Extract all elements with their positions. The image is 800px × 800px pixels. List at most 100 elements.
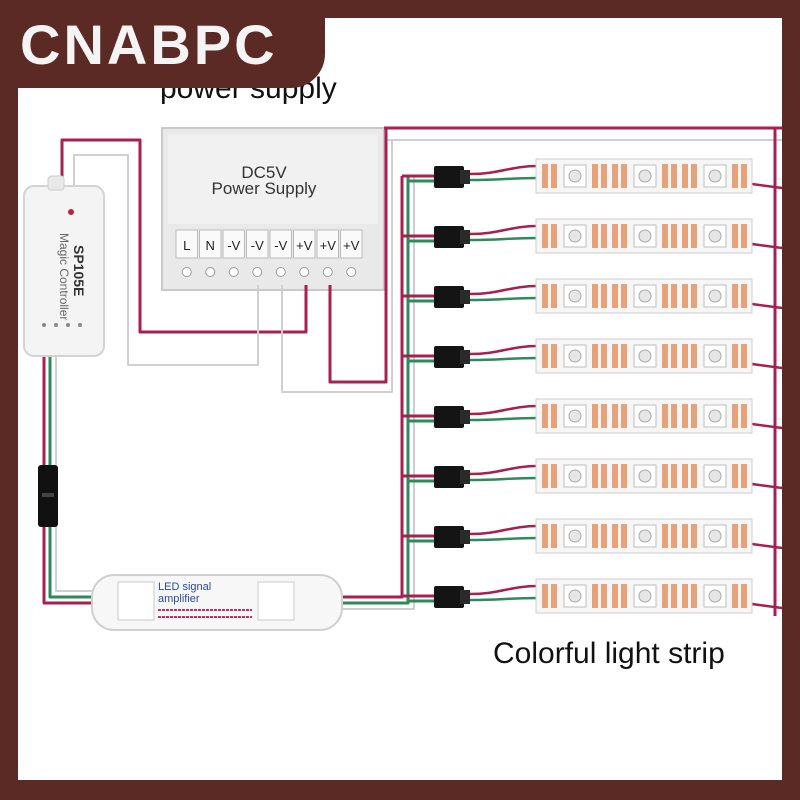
wire (469, 584, 539, 596)
strip-pad (542, 524, 548, 548)
strip-connector (434, 166, 464, 188)
strip-pad (551, 524, 557, 548)
terminal-cell (175, 229, 198, 259)
wire (48, 527, 92, 599)
strip-connector-tip (460, 170, 470, 184)
strip-pad (662, 284, 668, 308)
strip-pad (621, 164, 627, 188)
strip-pad (732, 464, 738, 488)
strip-pad (682, 284, 688, 308)
strip-connector (434, 586, 464, 608)
strip-connector-tip (460, 230, 470, 244)
wire (469, 164, 539, 176)
terminal-label: +V (296, 238, 313, 253)
terminal-label: +V (320, 238, 337, 253)
strip-pad (551, 344, 557, 368)
strip-pad (551, 404, 557, 428)
strip-pad (621, 404, 627, 428)
led-lens (638, 349, 652, 363)
terminal-cell (316, 229, 339, 259)
led-lens (708, 529, 722, 543)
wire (55, 527, 92, 592)
wire (469, 416, 539, 422)
strip-pad (621, 524, 627, 548)
strip-pad (612, 344, 618, 368)
wire (469, 524, 539, 536)
strip-pad (732, 344, 738, 368)
strip-connector (434, 226, 464, 248)
terminal-screw (205, 267, 216, 277)
strip-pad (691, 464, 697, 488)
strip-pad (601, 164, 607, 188)
wire (328, 128, 388, 384)
strip-connector (434, 526, 464, 548)
terminal-cell (269, 229, 292, 259)
amplifier-label-line1: LED signal (158, 581, 211, 593)
strip-pad (662, 344, 668, 368)
strip-pad (691, 524, 697, 548)
controller-pin (66, 323, 70, 327)
strip-pad (542, 164, 548, 188)
wire (751, 602, 783, 610)
wire (60, 138, 308, 334)
brand-logo-text: CNABPC (20, 13, 278, 76)
wire (73, 154, 259, 366)
strip-pad (542, 284, 548, 308)
strip-pad (592, 524, 598, 548)
strip-pad (592, 584, 598, 608)
wire (469, 284, 539, 296)
strip-pad (691, 284, 697, 308)
wire (469, 296, 539, 302)
wiring (42, 126, 783, 616)
wire (342, 176, 415, 610)
led-lens (568, 289, 582, 303)
wire (751, 182, 783, 190)
strip-pad (621, 224, 627, 248)
led-lens (708, 289, 722, 303)
strip-pad (671, 284, 677, 308)
strip-pad (592, 404, 598, 428)
strip-pad (621, 464, 627, 488)
amplifier-label-line2: amplifier (158, 593, 200, 605)
strip-pad (682, 464, 688, 488)
led-lens (568, 169, 582, 183)
psu-label-voltage: DC5V (241, 163, 287, 182)
light-strips (434, 158, 753, 614)
strip-pad (542, 404, 548, 428)
amplifier-terminal-right (257, 581, 295, 621)
strip-pad (601, 584, 607, 608)
controller-led-indicator (68, 209, 74, 215)
led-lens (708, 589, 722, 603)
wire (281, 140, 393, 393)
led-lens (568, 409, 582, 423)
controller-tab (47, 175, 65, 191)
terminal-screw (275, 267, 286, 277)
wire (342, 176, 410, 605)
strip-pad (682, 524, 688, 548)
wire (751, 482, 783, 490)
led-lens (638, 469, 652, 483)
strip-connector (434, 466, 464, 488)
terminal-screw (252, 267, 263, 277)
strip-pad (551, 284, 557, 308)
strip-pad (662, 464, 668, 488)
terminal-screw (322, 267, 333, 277)
strip-pad (612, 464, 618, 488)
strip-connector-tip (460, 590, 470, 604)
strip-connector (434, 346, 464, 368)
strip-pad (621, 284, 627, 308)
strip-pad (662, 524, 668, 548)
strip-pad (732, 524, 738, 548)
strip-pad (741, 224, 747, 248)
strip-pad (612, 584, 618, 608)
terminal-screw (181, 267, 192, 277)
led-lens (638, 529, 652, 543)
wire (469, 224, 539, 236)
controller-pin (78, 323, 82, 327)
led-lens (708, 349, 722, 363)
strip-pad (551, 464, 557, 488)
strip-pad (662, 404, 668, 428)
wire (469, 404, 539, 416)
